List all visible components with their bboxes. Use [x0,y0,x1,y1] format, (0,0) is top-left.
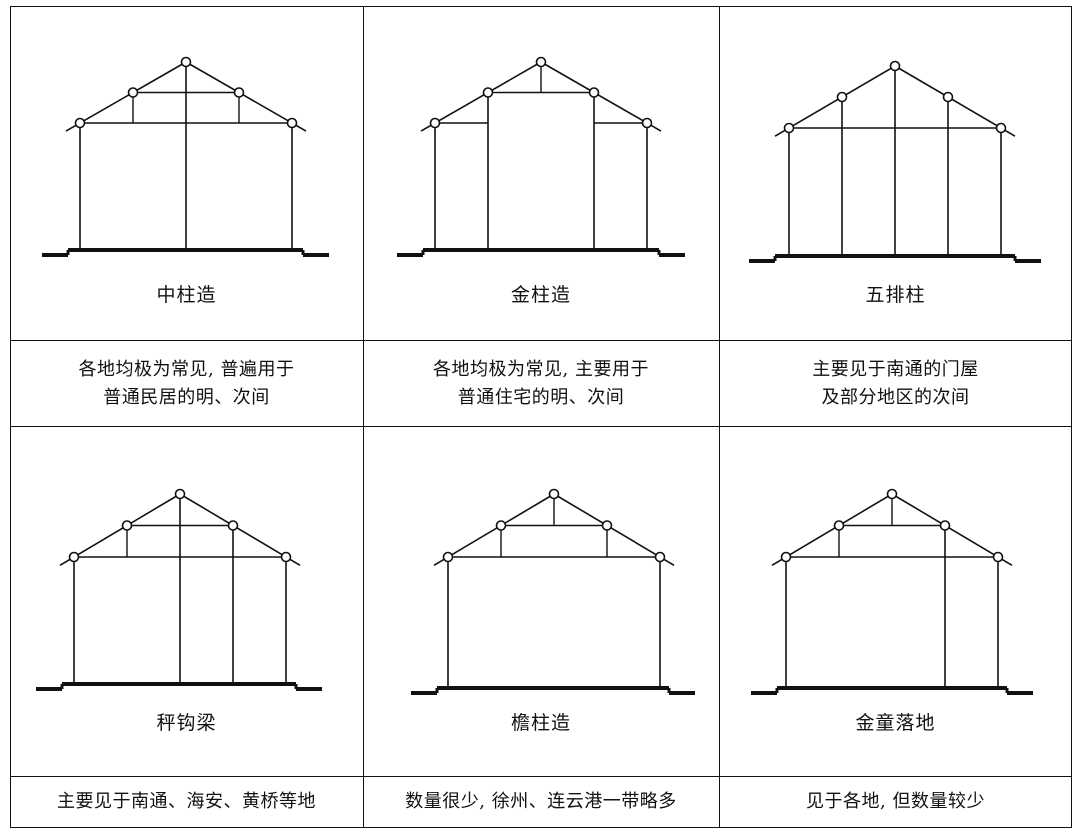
description-line: 主要见于南通、海安、黄桥等地 [57,791,316,812]
description-line: 主要见于南通的门屋 [812,359,979,380]
purlin-node [886,488,898,500]
purlin-node [68,551,80,563]
desc-wupai: 主要见于南通的门屋 及部分地区的次间 [719,340,1072,426]
diagram-yanzhu [411,488,695,695]
structure-name: 中柱造 [156,284,217,306]
purlin-node [588,87,600,98]
description-line: 数量很少, 徐州、连云港一带略多 [405,791,677,812]
desc-jintong: 见于各地, 但数量较少 [719,776,1072,828]
roof-slope-left [65,61,187,132]
purlin-node [174,488,186,500]
description-line: 各地均极为常见, 主要用于 [433,359,649,380]
desc-chenggou: 主要见于南通、海安、黄桥等地 [10,776,363,828]
purlin-node [889,60,901,72]
roof-slope-right [894,65,1016,137]
roof-slope-left [433,493,555,567]
panel-wupai: 五排柱 [719,6,1072,340]
purlin-node [783,122,795,134]
roof-slope-left [420,61,542,132]
structure-name: 五排柱 [865,284,926,306]
roof-slope-right [891,493,1013,567]
diagram-zhongzhu [42,56,329,257]
purlin-node [654,551,666,563]
purlin-node [939,520,951,531]
comparison-table: 中柱造 金柱造 五排柱 各地均极为常见, 普遍用于 普通民居的明、次间 各地均极… [10,6,1072,828]
purlin-node [482,87,494,98]
row-divider [10,340,1072,341]
roof-slope-right [179,493,301,567]
roof-slope-right [553,493,675,567]
purlin-node [233,87,245,98]
purlin-node [548,488,560,500]
structure-name: 檐柱造 [510,712,571,734]
description-line: 及部分地区的次间 [821,387,970,408]
diagram-chenggou [36,488,322,691]
purlin-node [429,117,441,129]
desc-jinzhu: 各地均极为常见, 主要用于 普通住宅的明、次间 [363,340,719,426]
purlin-node [495,520,507,531]
purlin-node [286,117,298,129]
roof-slope-right [185,61,307,132]
structure-name: 金柱造 [510,284,571,306]
structure-name: 金童落地 [855,712,936,734]
panel-chenggou: 秤钩梁 [10,426,363,776]
diagram-wupai [749,60,1041,263]
row-divider [10,426,1072,427]
purlin-node [641,117,653,129]
purlin-node [780,551,792,563]
structure-name: 秤钩梁 [156,712,217,734]
row-divider [10,776,1072,777]
purlin-node [127,87,139,98]
desc-yanzhu: 数量很少, 徐州、连云港一带略多 [363,776,719,828]
diagram-jinzhu [397,56,685,257]
roof-slope-left [771,493,893,567]
roof-slope-left [774,65,896,137]
description-line: 普通民居的明、次间 [103,387,270,408]
column-divider [719,6,720,828]
panel-zhongzhu: 中柱造 [10,6,363,340]
purlin-node [995,122,1007,134]
column-divider [363,6,364,828]
roof-slope-right [540,61,662,132]
purlin-node [227,520,239,531]
roof-slope-left [59,493,181,567]
description-line: 各地均极为常见, 普遍用于 [78,359,295,380]
panel-jintong: 金童落地 [719,426,1072,776]
purlin-node [280,551,292,563]
purlin-node [942,91,954,103]
panel-jinzhu: 金柱造 [363,6,719,340]
diagram-jintong [751,488,1033,695]
purlin-node [121,520,133,531]
purlin-node [992,551,1004,563]
purlin-node [74,117,86,129]
purlin-node [180,56,192,68]
purlin-node [442,551,454,563]
description-line: 普通住宅的明、次间 [457,387,625,408]
purlin-node [535,56,547,68]
description-line: 见于各地, 但数量较少 [806,791,985,812]
purlin-node [836,91,848,103]
desc-zhongzhu: 各地均极为常见, 普遍用于 普通民居的明、次间 [10,340,363,426]
purlin-node [833,520,845,531]
panel-yanzhu: 檐柱造 [363,426,719,776]
purlin-node [601,520,613,531]
